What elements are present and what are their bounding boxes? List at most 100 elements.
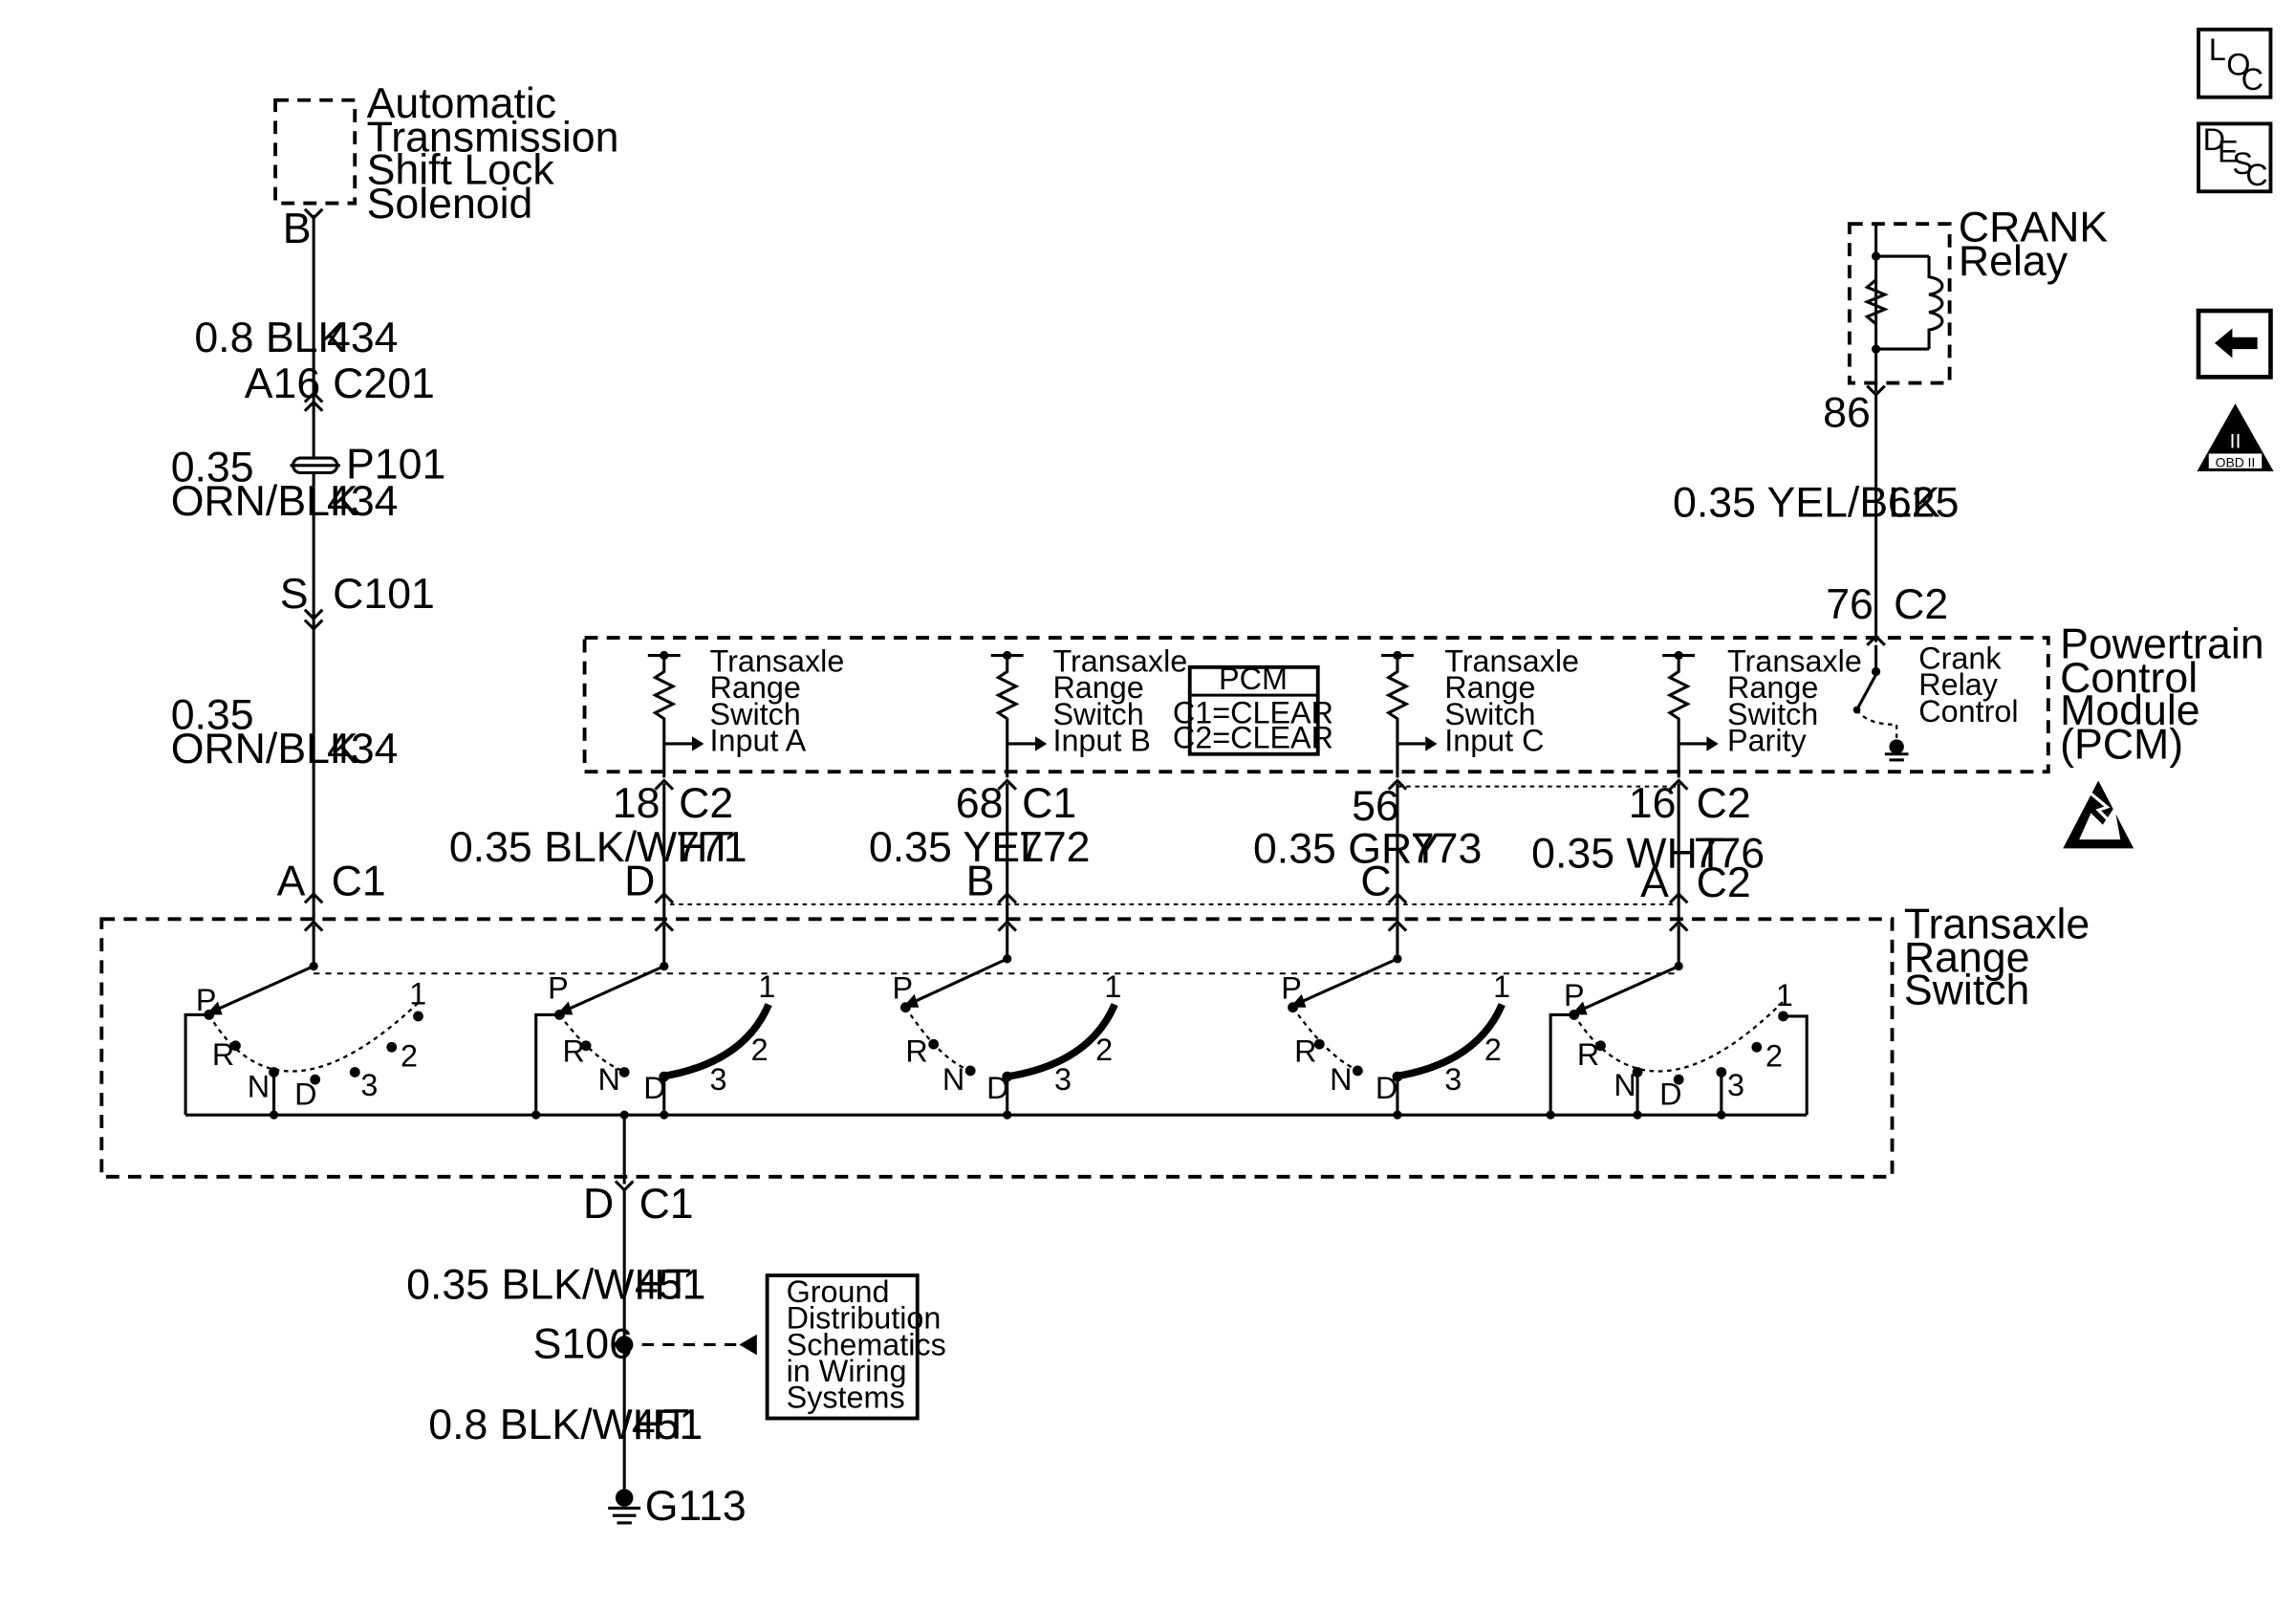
circuit-number: 773 — [1411, 826, 1483, 873]
input-label: Range — [1444, 670, 1535, 705]
position-3: 3 — [1727, 1068, 1744, 1102]
connector-dashed-links — [662, 785, 1679, 905]
circuit-number: 451 — [635, 1262, 706, 1309]
circuit-451: D C1 0.35 BLK/WHT 451 S106 0.8 BLK/WHT 4… — [406, 1180, 757, 1530]
pcm-label-2: Control — [2060, 655, 2198, 702]
svg-text:D: D — [2203, 122, 2225, 157]
position-1: 1 — [1776, 978, 1793, 1012]
wire-color-label: ORN/BLK — [171, 726, 358, 772]
position-d: D — [1375, 1071, 1397, 1105]
connector-pin: A16 — [245, 360, 320, 407]
svg-text:E: E — [2218, 134, 2239, 168]
position-1: 1 — [1104, 969, 1121, 1004]
position-2: 2 — [1095, 1033, 1113, 1067]
switch-section-parity: P R N D 3 2 1 — [1546, 920, 1809, 1120]
circuit-number: 772 — [1019, 824, 1091, 871]
wire-label: 0.35 GRY — [1253, 826, 1440, 873]
connector-pin: A — [277, 859, 306, 905]
ref-label: Systems — [787, 1381, 905, 1415]
connector-id: C101 — [333, 571, 435, 618]
switch-section-b: P R N D 3 2 1 — [893, 920, 1121, 1120]
switch-label-2: Range — [1904, 935, 2030, 982]
position-r: R — [1577, 1037, 1599, 1072]
pcm-connector: C2 — [1894, 581, 1948, 628]
crank-relay: CRANK Relay — [1847, 205, 2109, 398]
wire-label: 0.35 WHT — [1531, 830, 1723, 877]
switch-label-3: Switch — [1904, 968, 2030, 1014]
svg-text:C: C — [2242, 62, 2264, 97]
connector-id: C2 — [1697, 859, 1751, 906]
position-1: 1 — [758, 969, 775, 1004]
splice-id: S106 — [533, 1320, 633, 1367]
pcm-connector-box: PCM C1=CLEAR C2=CLEAR — [1173, 662, 1333, 756]
circuit-number: 776 — [1694, 830, 1765, 877]
input-label: Transaxle — [710, 643, 845, 678]
circuit-number: 625 — [1888, 480, 1960, 527]
wire-color-label: ORN/BLK — [171, 478, 358, 525]
circuit-number: 434 — [327, 478, 399, 525]
ref-label: Schematics — [787, 1327, 946, 1361]
input-label: Switch — [1052, 697, 1143, 731]
shift-lock-solenoid: Automatic Transmission Shift Lock Soleno… — [273, 80, 618, 228]
svg-text:OBD II: OBD II — [2216, 454, 2256, 469]
circuit-771: 18 C2 0.35 BLK/WHT 771 D — [449, 778, 747, 923]
circuit-434: B 0.8 BLK 434 A16 C201 0.35 P101 ORN/BLK… — [171, 206, 445, 923]
pcm-input-a: Transaxle Range Switch Input A — [647, 643, 845, 778]
switch-label-1: Transaxle — [1904, 901, 2090, 947]
pcm-label-3: Module — [2060, 687, 2199, 734]
pcm-connector: C2 — [1697, 780, 1751, 827]
connector-id: C1 — [332, 859, 386, 905]
relay-pin: 86 — [1823, 390, 1871, 437]
pcm-label-1: Powertrain — [2060, 621, 2264, 668]
back-arrow-icon[interactable] — [2196, 308, 2273, 380]
transaxle-range-switch: Transaxle Range Switch P R N D 3 2 1 — [99, 901, 2090, 1185]
position-n: N — [1330, 1062, 1352, 1097]
wire-label: 0.35 YEL/BLK — [1673, 480, 1940, 527]
input-label: Switch — [1444, 697, 1535, 731]
position-1: 1 — [409, 977, 426, 1012]
control-label: Crank — [1918, 641, 2002, 675]
svg-text:O: O — [2226, 48, 2250, 82]
position-d: D — [986, 1071, 1008, 1105]
position-d: D — [294, 1077, 316, 1111]
loc-icon[interactable]: L O C — [2197, 27, 2273, 99]
pcm-module: Powertrain Control Module (PCM) Transaxl… — [582, 621, 2264, 778]
position-2: 2 — [1484, 1033, 1502, 1067]
position-d: D — [643, 1071, 665, 1105]
switch-section-c: P R N D 3 2 1 — [1281, 920, 1510, 1120]
position-3: 3 — [1054, 1062, 1072, 1097]
position-p: P — [1564, 978, 1585, 1012]
pcm-pin: 16 — [1629, 780, 1677, 827]
pcm-pin: 18 — [613, 780, 661, 827]
circuit-number: 451 — [632, 1402, 704, 1448]
connector-pin: S — [280, 571, 309, 618]
svg-text:C: C — [2245, 158, 2267, 192]
position-p: P — [196, 983, 217, 1017]
svg-text:L: L — [2209, 33, 2226, 67]
circuit-number: 434 — [327, 726, 399, 772]
desc-icon[interactable]: D E S C — [2197, 121, 2273, 194]
input-label: Switch — [710, 697, 801, 731]
circuit-number: 771 — [676, 824, 747, 871]
position-3: 3 — [710, 1062, 727, 1097]
ref-label: Ground — [787, 1274, 890, 1309]
control-label: Relay — [1918, 667, 1999, 702]
svg-text:II: II — [2229, 428, 2241, 452]
connector-pin: D — [624, 859, 655, 905]
pcm-connector: C2 — [679, 780, 733, 827]
position-r: R — [905, 1034, 927, 1069]
ground-distribution-ref[interactable]: Ground Distribution Schematics in Wiring… — [765, 1273, 946, 1421]
circuit-773: 56 0.35 GRY 773 C — [1253, 778, 1483, 923]
position-2: 2 — [751, 1033, 769, 1067]
pcm-connector: C1 — [1022, 780, 1076, 827]
obd-ii-icon[interactable]: II OBD II — [2197, 403, 2274, 471]
switch-section-a: P R N D 3 2 1 — [184, 920, 426, 1120]
position-d: D — [1659, 1077, 1681, 1111]
input-label: Range — [1052, 670, 1143, 705]
circuit-625: 86 0.35 YEL/BLK 625 76 C2 — [1673, 390, 1960, 646]
circuit-776: 16 C2 0.35 WHT 776 A C2 — [1531, 778, 1765, 923]
wire-label: 0.8 BLK/WHT — [428, 1402, 689, 1448]
relay-label-1: CRANK — [1959, 205, 2109, 251]
pcm-input-parity: Transaxle Range Switch Parity — [1662, 643, 1862, 778]
position-r: R — [562, 1034, 584, 1069]
